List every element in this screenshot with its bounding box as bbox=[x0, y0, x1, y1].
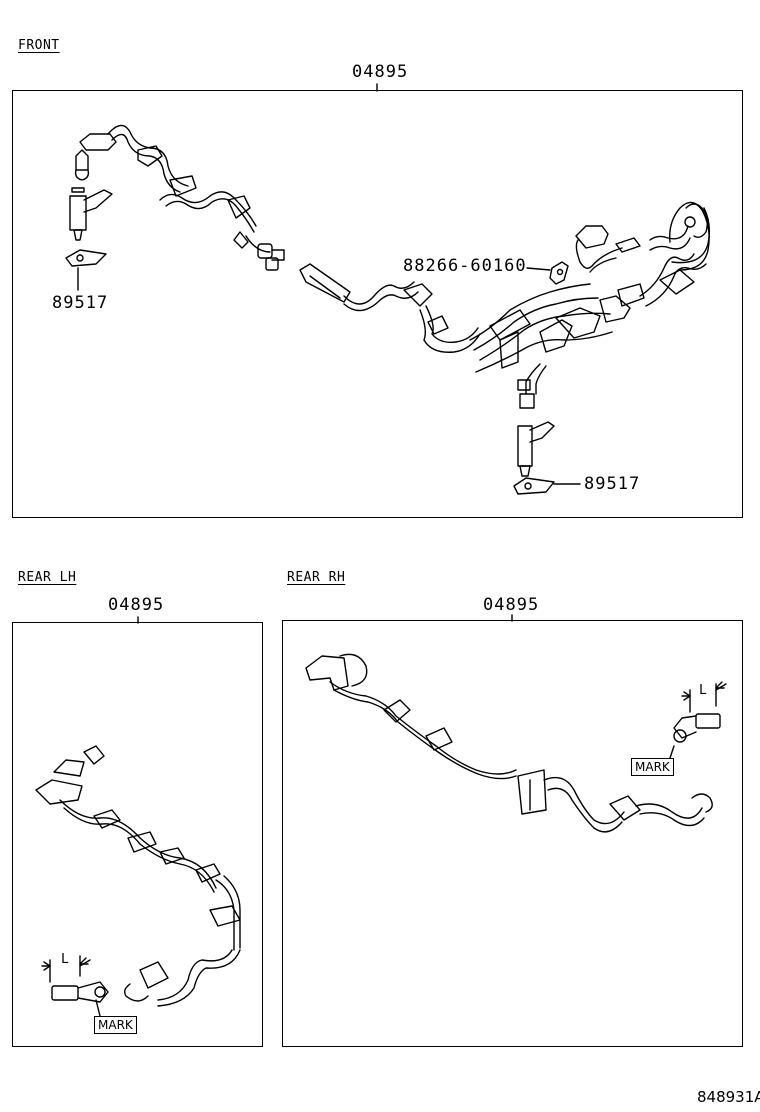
rear-rh-mark-label: MARK bbox=[631, 758, 674, 776]
part-label-clamp: 88266-60160 bbox=[403, 256, 527, 276]
rear-lh-assembly-number: 04895 bbox=[108, 595, 165, 615]
rear-rh-assembly-number: 04895 bbox=[483, 595, 540, 615]
front-wire-harness bbox=[65, 124, 711, 495]
rear-rh-heading: REAR RH bbox=[287, 570, 346, 585]
rear-rh-dimension-label: L bbox=[699, 683, 707, 698]
rear-rh-wire-harness bbox=[305, 653, 727, 833]
part-label-sensor-left: 89517 bbox=[52, 293, 109, 313]
front-heading: FRONT bbox=[18, 38, 60, 53]
rear-lh-heading: REAR LH bbox=[18, 570, 77, 585]
rear-lh-dimension-label: L bbox=[61, 952, 69, 967]
rear-lh-wire-harness bbox=[35, 745, 241, 1017]
rear-lh-mark-label: MARK bbox=[94, 1016, 137, 1034]
part-label-sensor-right: 89517 bbox=[584, 474, 641, 494]
figure-id: 848931A bbox=[697, 1088, 760, 1106]
front-assembly-number: 04895 bbox=[352, 62, 409, 82]
